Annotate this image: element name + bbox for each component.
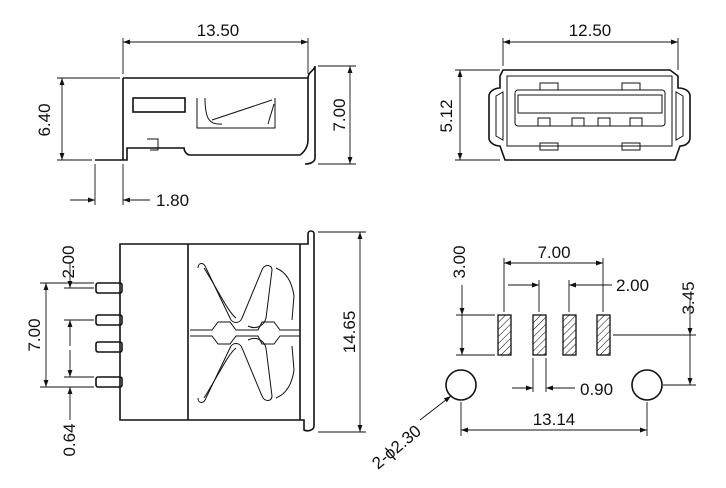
dim-side-pin-width: 0.64 xyxy=(60,423,79,456)
pad-4 xyxy=(596,314,611,356)
dim-top-width: 13.50 xyxy=(197,21,240,40)
usb-tongue xyxy=(517,94,663,114)
dim-side-span: 7.00 xyxy=(25,318,44,351)
dim-top-offset: 1.80 xyxy=(156,191,189,210)
dim-fp-pad-width: 0.90 xyxy=(580,380,613,399)
dim-fp-pitch: 2.00 xyxy=(616,276,649,295)
pin-2 xyxy=(95,314,123,326)
dim-top-total-height: 7.00 xyxy=(330,98,349,131)
dim-side-pitch: 2.00 xyxy=(59,245,78,278)
dim-fp-pad-height: 3.00 xyxy=(450,245,469,278)
side-view: 2.00 7.00 0.64 14.65 xyxy=(25,230,366,457)
pin-3 xyxy=(95,341,123,353)
pin-1 xyxy=(95,282,123,294)
dim-side-length: 14.65 xyxy=(340,311,359,354)
pin-4 xyxy=(95,376,123,388)
dim-front-height: 5.12 xyxy=(437,99,456,132)
pad-1 xyxy=(497,314,512,356)
front-view: 12.50 5.12 xyxy=(437,21,691,161)
dim-fp-offset: 3.45 xyxy=(679,281,698,314)
mount-hole-right xyxy=(631,369,663,401)
dim-front-width: 12.50 xyxy=(569,21,612,40)
top-view: 13.50 6.40 7.00 1.80 xyxy=(35,21,356,210)
mount-hole-left xyxy=(445,369,477,401)
dim-top-body-height: 6.40 xyxy=(35,103,54,136)
pad-3 xyxy=(562,314,577,356)
dim-fp-hole-pitch: 13.14 xyxy=(533,410,576,429)
dim-fp-hole-dia: 2-ϕ2.30 xyxy=(368,421,424,473)
latch-slot xyxy=(132,97,186,113)
dim-fp-span: 7.00 xyxy=(537,243,570,262)
pcb-footprint: 7.00 2.00 3.00 3.45 0.90 13.14 2-ϕ2.30 xyxy=(368,243,698,473)
pad-2 xyxy=(532,314,547,356)
